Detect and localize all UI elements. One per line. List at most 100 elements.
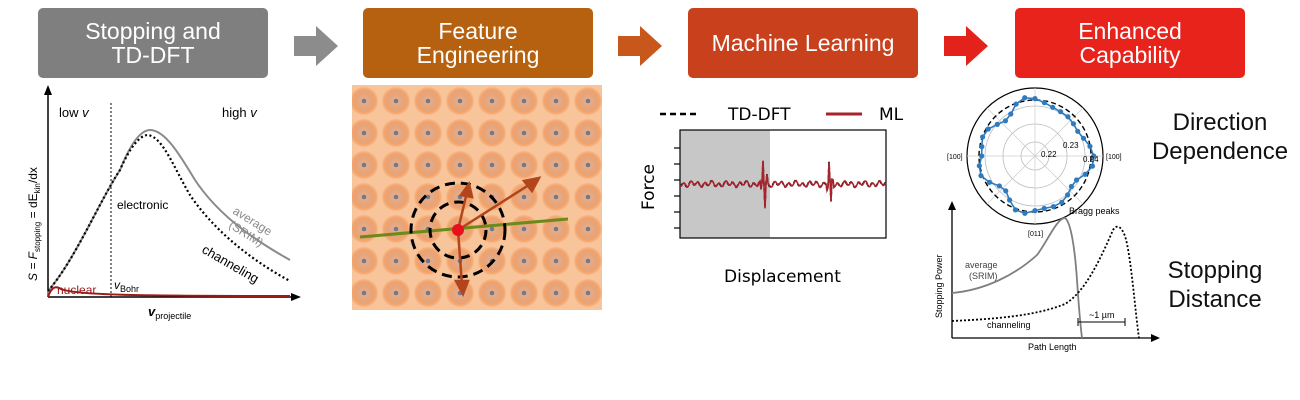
polar-point [994, 121, 1000, 127]
trajectory-line [359, 217, 569, 239]
polar-point [1022, 95, 1028, 101]
x-axis-label: vprojectile [148, 304, 191, 321]
channeling-label: channeling [200, 242, 262, 286]
polar-point [978, 173, 984, 179]
polar-point [1057, 109, 1064, 115]
distance-x-label: Path Length [1028, 342, 1077, 352]
lattice-atom-nucleus [521, 258, 527, 264]
polar-point [985, 126, 991, 132]
stopping-distance-plot: Bragg peaks average(SRIM) channeling ~1 … [934, 201, 1160, 352]
flow-arrow-1 [294, 26, 338, 66]
polar-point [1065, 114, 1071, 120]
nuclear-curve [47, 286, 291, 298]
ml-force-plot: TD-DFT ML Force Displacement [639, 105, 904, 287]
ml-y-label: Force [639, 164, 659, 210]
lattice-atom-nucleus [521, 162, 527, 168]
polar-point [1065, 192, 1071, 198]
low-v-label: low v [59, 105, 90, 120]
lattice-atom-nucleus [425, 290, 431, 296]
lattice-atom-nucleus [553, 258, 559, 264]
lattice-atom-nucleus [425, 194, 431, 200]
direction-polar-plot: 0.24 0.23 0.22 [100] [100] [011] [947, 87, 1122, 238]
distance-average-line2: (SRIM) [969, 271, 998, 281]
y-axis-label: S = Fstopping = dEkin/dx [26, 167, 42, 281]
plot-axes [44, 85, 301, 301]
lattice-atom-nucleus [425, 130, 431, 136]
lattice-atom-nucleus [361, 226, 367, 232]
lattice-atom-nucleus [457, 162, 463, 168]
lattice-atom-nucleus [585, 258, 591, 264]
distance-bragg-label: Bragg peaks [1069, 206, 1120, 216]
lattice-atom-nucleus [361, 258, 367, 264]
polar-point [1089, 163, 1096, 169]
lattice-atom-nucleus [393, 130, 399, 136]
polar-point [1059, 199, 1065, 205]
step-feature-engineering: Feature Engineering [363, 8, 593, 78]
polar-point [1080, 135, 1087, 141]
high-v-label: high v [222, 105, 258, 120]
ml-y-ticks [674, 147, 680, 229]
lattice-atom-nucleus [361, 290, 367, 296]
polar-point [1075, 128, 1081, 134]
lattice-atom-nucleus [361, 130, 367, 136]
polar-r-label-2: 0.22 [1041, 150, 1057, 159]
polar-point [1068, 183, 1074, 190]
lattice-atom-nucleus [489, 162, 495, 168]
polar-point [1073, 177, 1080, 183]
polar-point [1006, 197, 1013, 203]
step-feature-engineering-label: Feature Engineering [416, 18, 540, 68]
ml-force-curve [679, 160, 887, 209]
stopping-power-plot: low v high v electronic average(SRIM) ch… [26, 85, 301, 321]
lattice-atom-nucleus [393, 98, 399, 104]
polar-point [1002, 118, 1009, 124]
lattice-atom-nucleus [361, 194, 367, 200]
polar-point [1082, 171, 1088, 177]
polar-point [1032, 208, 1038, 214]
distance-scale-label: ~1 µm [1089, 310, 1114, 320]
lattice-atom-nucleus [553, 290, 559, 296]
lattice-atom-nucleus [521, 194, 527, 200]
distance-average-label: average(SRIM) [965, 260, 998, 281]
electronic-label: electronic [117, 198, 168, 212]
polar-r-label-1: 0.23 [1063, 141, 1079, 150]
lattice-atom-nucleus [393, 162, 399, 168]
lattice-atom-nucleus [553, 162, 559, 168]
lattice-atom-nucleus [393, 290, 399, 296]
lattice-atom-nucleus [553, 194, 559, 200]
polar-point [1091, 153, 1097, 159]
lattice-atom-nucleus [521, 226, 527, 232]
step-enhanced-capability: Enhanced Capability [1015, 8, 1245, 78]
lattice-atom-nucleus [585, 162, 591, 168]
average-srim-label: average(SRIM) [223, 204, 275, 251]
nuclear-label: nuclear [57, 283, 96, 297]
ml-plot-frame [679, 129, 887, 239]
cutoff-circle-outer [409, 181, 507, 279]
stopping-distance-label: Stopping Distance [1167, 257, 1263, 313]
polar-point [1050, 204, 1057, 210]
polar-point [1013, 101, 1019, 107]
projectile-ion [452, 224, 464, 236]
distance-average-curve [951, 217, 1083, 339]
average-srim-curve [47, 128, 291, 297]
polar-point [980, 134, 986, 140]
polar-point [996, 183, 1002, 189]
feature-vectors [453, 176, 542, 297]
polar-point [979, 153, 985, 159]
lattice-atom-nucleus [553, 130, 559, 136]
cutoff-circle-inner [428, 200, 488, 260]
polar-point [1050, 104, 1056, 110]
lattice-atom-nucleus [489, 98, 495, 104]
polar-point [1041, 100, 1047, 106]
polar-point [1087, 143, 1093, 149]
distance-channeling-curve [951, 225, 1140, 339]
distance-average-line1: average [965, 260, 998, 270]
polar-reference-ring [978, 99, 1092, 213]
step-machine-learning: Machine Learning [688, 8, 918, 78]
lattice-atom-nucleus [393, 226, 399, 232]
lattice-atom-nucleus [553, 98, 559, 104]
lattice-atom-nucleus [425, 258, 431, 264]
lattice-atom-nucleus [585, 290, 591, 296]
lattice-atom-nucleus [425, 98, 431, 104]
step-stopping-tddft-label: Stopping and TD-DFT [85, 18, 221, 68]
lattice-atom-nucleus [585, 130, 591, 136]
